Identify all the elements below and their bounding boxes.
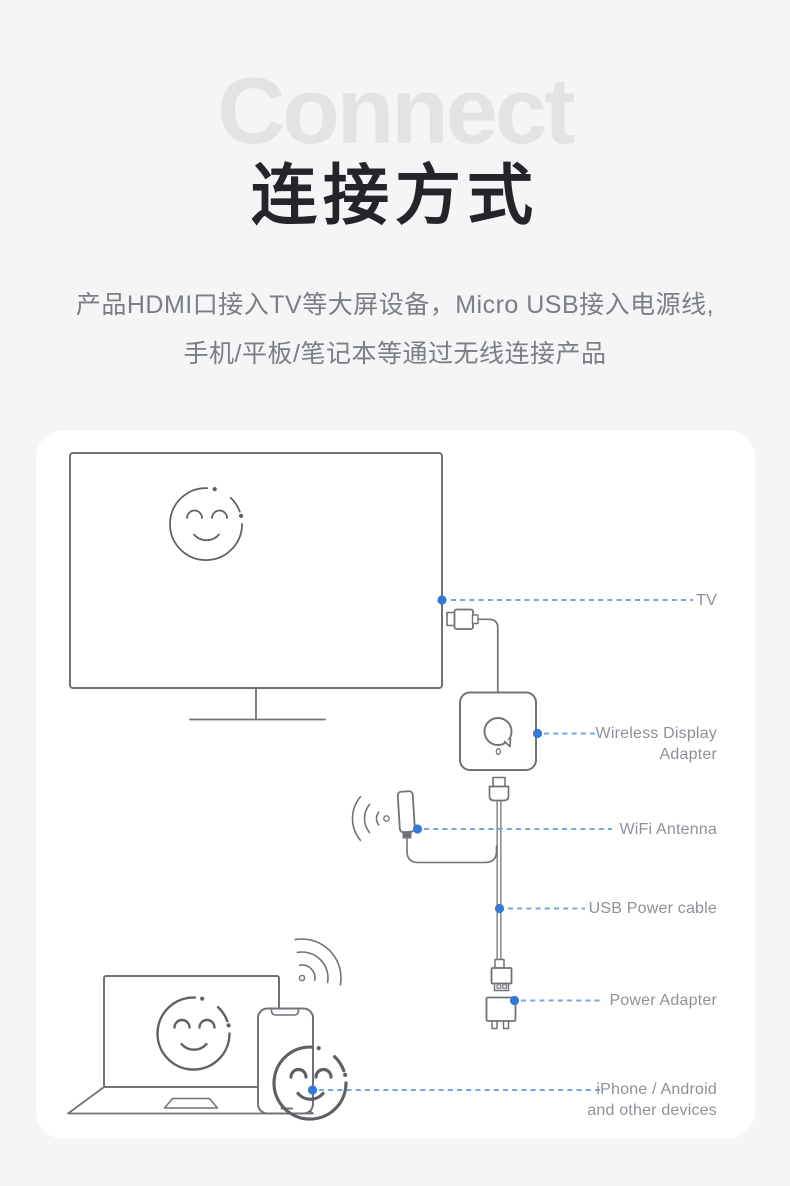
label-tv: TV (696, 591, 717, 609)
usb-plug-icon (490, 958, 513, 992)
wifi-signal-icon (294, 938, 342, 986)
power-adapter-icon (485, 996, 517, 1030)
label-power-adapter: Power Adapter (609, 992, 717, 1009)
label-devices-line-1: iPhone / Android (596, 1081, 717, 1098)
label-adapter-line-1: Wireless Display (595, 725, 717, 742)
page-description: 产品HDMI口接入TV等大屏设备，Micro USB接入电源线, 手机/平板/笔… (0, 281, 790, 379)
trackpad (163, 1097, 219, 1109)
label-devices: iPhone / Android and other devices (587, 1079, 717, 1121)
hdmi-plug-icon (446, 608, 499, 696)
label-devices-line-2: and other devices (587, 1102, 717, 1119)
wireless-display-adapter-icon (459, 691, 537, 771)
micro-usb-plug-icon (488, 776, 510, 802)
wifi-antenna-icon (351, 790, 416, 842)
label-usb-power-cable: USB Power cable (588, 900, 717, 917)
connector-dots (307, 595, 543, 1095)
watermark-text: Connect (217, 58, 576, 163)
description-line-2: 手机/平板/笔记本等通过无线连接产品 (183, 340, 607, 368)
leader-lines (319, 599, 693, 1091)
description-line-1: 产品HDMI口接入TV等大屏设备，Micro USB接入电源线, (75, 291, 715, 319)
tv-icon (69, 452, 443, 721)
label-wireless-display-adapter: Wireless Display Adapter (596, 723, 717, 765)
label-wifi-antenna: WiFi Antenna (619, 820, 717, 838)
page-title: 连接方式 (251, 158, 539, 232)
phone-icon (257, 1007, 314, 1115)
label-adapter-line-2: Adapter (659, 746, 717, 763)
antenna-cable (406, 838, 498, 864)
